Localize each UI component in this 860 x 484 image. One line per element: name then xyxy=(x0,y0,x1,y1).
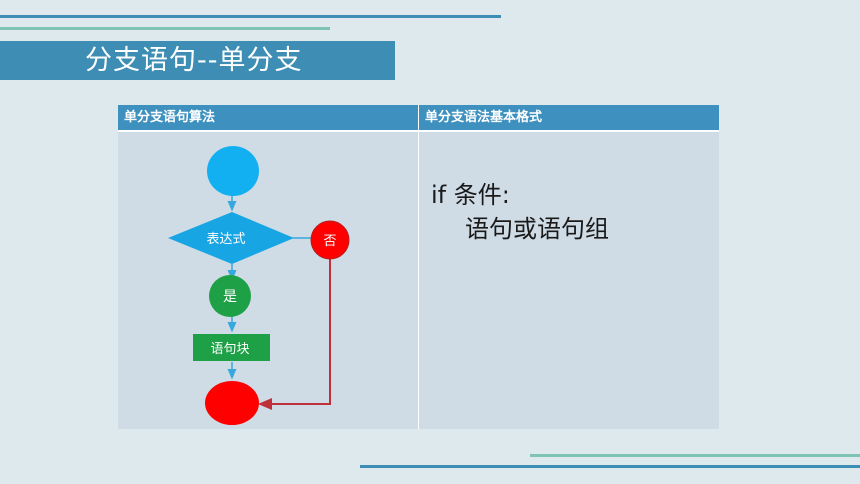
no-label: 否 xyxy=(323,234,336,249)
yes-circle xyxy=(209,275,251,317)
statement-block-label: 语句块 xyxy=(210,342,249,357)
header-algorithm: 单分支语句算法 xyxy=(118,105,418,130)
syntax-body-line: 语句或语句组 xyxy=(465,215,609,243)
bottom-accent-line xyxy=(360,465,860,468)
slide-title: 分支语句--单分支 xyxy=(85,45,303,76)
condition-diamond xyxy=(168,212,294,264)
end-circle xyxy=(205,381,259,425)
statement-block xyxy=(193,334,270,361)
header-syntax: 单分支语法基本格式 xyxy=(419,105,719,130)
top-accent-line xyxy=(0,15,501,18)
content-table: 单分支语句算法 单分支语法基本格式 xyxy=(118,105,719,429)
yes-label: 是 xyxy=(223,289,237,305)
condition-label: 表达式 xyxy=(206,232,245,247)
title-band xyxy=(0,41,395,80)
row-divider xyxy=(118,130,719,132)
arrow-no-to-end xyxy=(258,258,331,410)
syntax-if-line: if 条件: xyxy=(431,181,510,209)
start-circle xyxy=(207,146,259,196)
column-divider xyxy=(418,105,419,429)
no-circle xyxy=(310,220,350,260)
top-accent-line-light xyxy=(0,27,330,30)
bottom-accent-line-light xyxy=(530,454,860,457)
